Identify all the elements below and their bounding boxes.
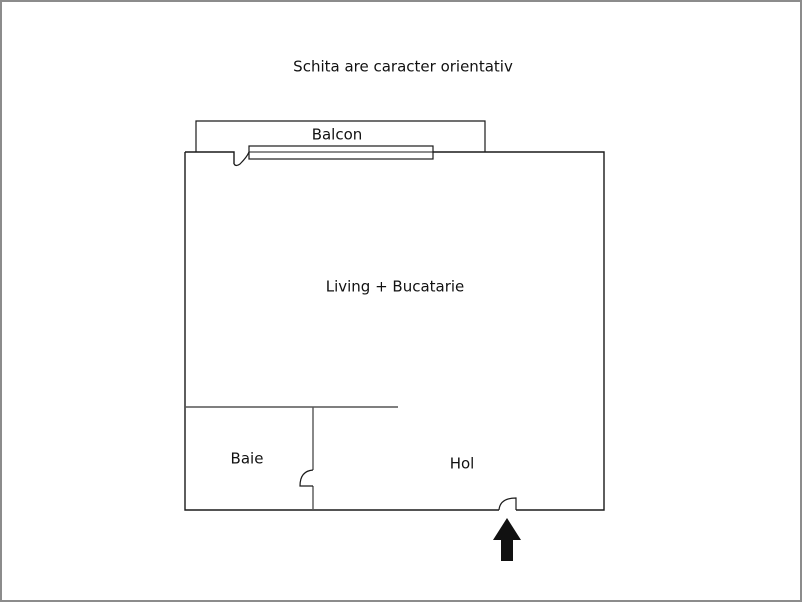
entrance-door-swing	[498, 497, 517, 511]
room-label-balcony: Balcon	[311, 125, 363, 144]
disclaimer-note: Schita are caracter orientativ	[293, 57, 513, 76]
bathroom-door-swing	[299, 469, 314, 487]
balcony-outline	[195, 120, 486, 152]
balcony-door-swing	[233, 151, 250, 167]
room-label-bathroom: Baie	[230, 449, 264, 468]
room-label-living-kitchen: Living + Bucatarie	[325, 277, 465, 296]
room-label-hall: Hol	[449, 454, 475, 473]
arrow-up-icon	[493, 518, 521, 561]
